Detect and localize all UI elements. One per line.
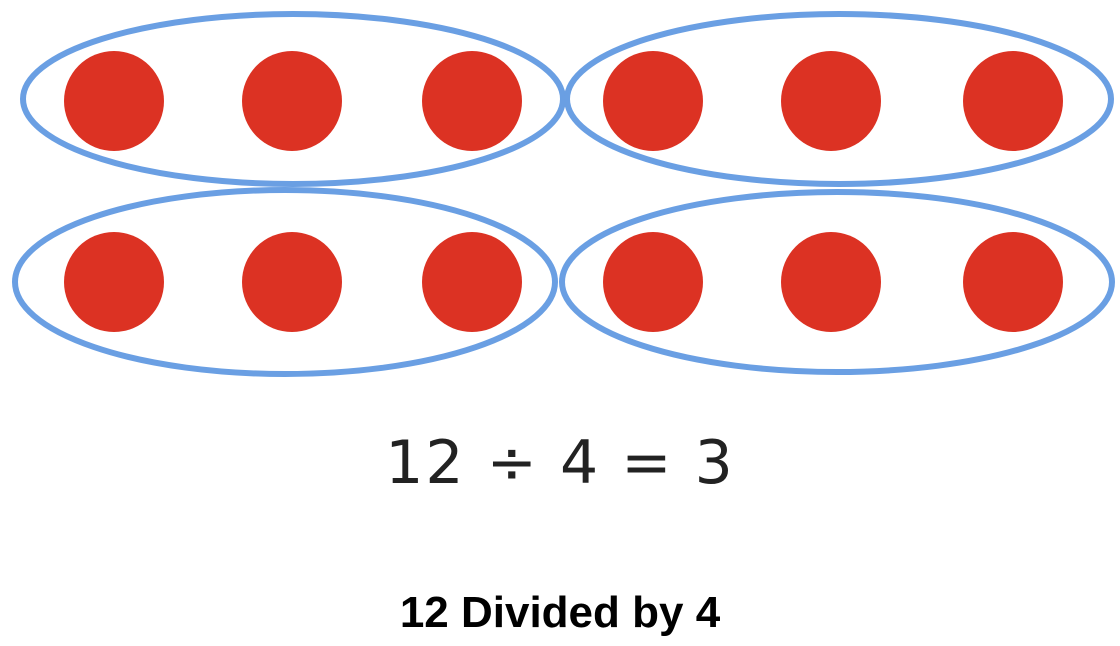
- dot: [242, 232, 342, 332]
- dot: [603, 51, 703, 151]
- group-1: [20, 11, 566, 187]
- dot: [64, 232, 164, 332]
- dot: [963, 232, 1063, 332]
- dot: [781, 232, 881, 332]
- group-outline: [12, 187, 558, 377]
- group-outline: [20, 11, 566, 187]
- caption: 12 Divided by 4: [399, 588, 721, 637]
- group-4: [559, 189, 1115, 375]
- group-3: [12, 187, 558, 377]
- dot: [603, 232, 703, 332]
- dot: [422, 51, 522, 151]
- group-outline: [564, 11, 1114, 187]
- group-outline: [559, 189, 1115, 375]
- group-2: [564, 11, 1114, 187]
- dot: [422, 232, 522, 332]
- division-equation: 12 ÷ 4 = 3: [385, 428, 735, 498]
- dot: [781, 51, 881, 151]
- dot: [64, 51, 164, 151]
- dot: [242, 51, 342, 151]
- dot: [963, 51, 1063, 151]
